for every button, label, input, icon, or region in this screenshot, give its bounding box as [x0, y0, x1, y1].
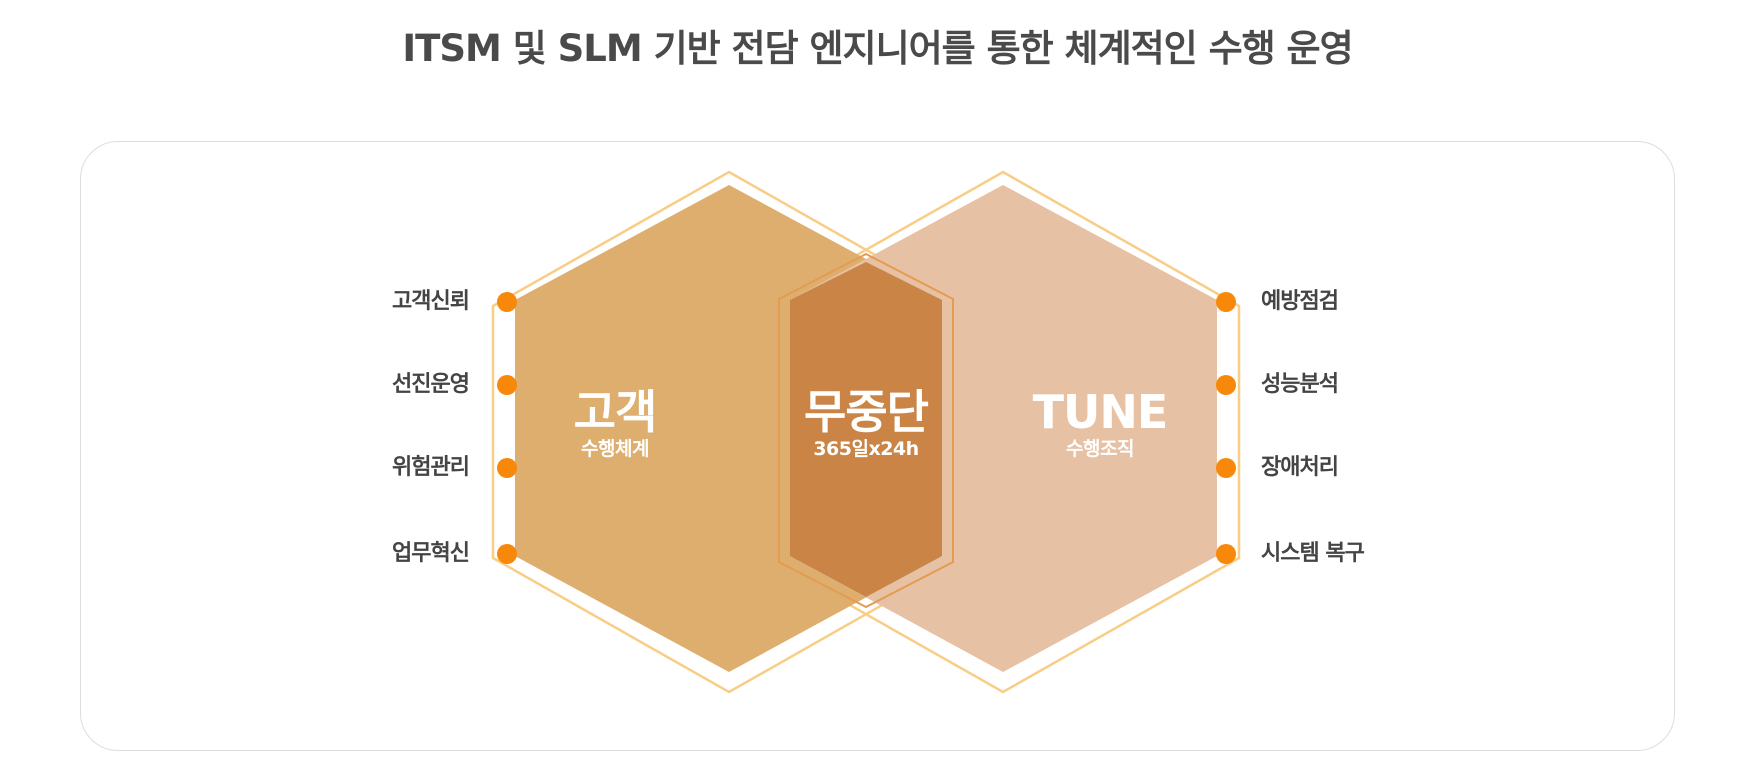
- right-hexagon-title: TUNE: [1032, 385, 1169, 439]
- right-dot-4: [1216, 544, 1236, 564]
- right-dot-2: [1216, 375, 1236, 395]
- right-item-label: 성능분석: [1261, 372, 1339, 397]
- page-title: ITSM 및 SLM 기반 전담 엔지니어를 통한 체계적인 수행 운영: [402, 27, 1353, 70]
- right-item-label: 시스템 복구: [1261, 541, 1365, 566]
- left-hexagon-text: 고객 수행체계: [535, 387, 695, 461]
- center-overlap-text: 무중단 365일x24h: [786, 387, 946, 461]
- center-title: 무중단: [804, 385, 929, 439]
- left-item-label: 업무혁신: [392, 541, 470, 566]
- right-dot-1: [1216, 292, 1236, 312]
- overlap-region: [790, 262, 942, 597]
- overlap-outline: [778, 252, 954, 609]
- right-item-label: 장애처리: [1261, 455, 1339, 480]
- left-dot-4: [497, 544, 517, 564]
- right-dot-3: [1216, 458, 1236, 478]
- left-hexagon-subtitle: 수행체계: [581, 438, 649, 460]
- left-item-label: 고객신뢰: [392, 289, 470, 314]
- right-hexagon-subtitle: 수행조직: [1066, 438, 1134, 460]
- left-dot-3: [497, 458, 517, 478]
- left-dot-1: [497, 292, 517, 312]
- left-item-label: 위험관리: [392, 455, 470, 480]
- left-item-label: 선진운영: [392, 372, 470, 397]
- left-hexagon-title: 고객: [573, 385, 658, 439]
- center-subtitle: 365일x24h: [813, 438, 919, 460]
- right-item-label: 예방점검: [1261, 289, 1339, 314]
- left-dot-2: [497, 375, 517, 395]
- right-hexagon-text: TUNE 수행조직: [1020, 387, 1180, 461]
